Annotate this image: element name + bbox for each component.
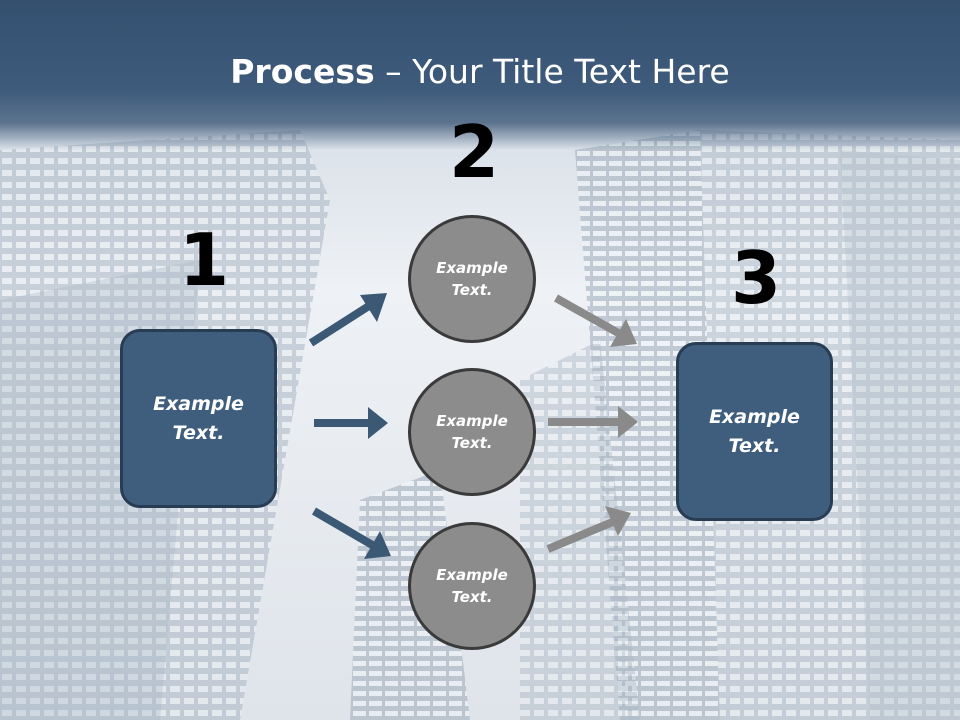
title-bold-part: Process [230,52,375,91]
circle-bottom-text: Example Text. [436,565,508,607]
title-banner [0,0,960,150]
circle-middle-text: Example Text. [436,411,508,453]
title-rest-part: – Your Title Text Here [374,52,730,91]
circle-middle: Example Text. [408,368,536,496]
circle-top-text: Example Text. [436,258,508,300]
step-number-2: 2 [449,110,500,194]
circle-bottom: Example Text. [408,522,536,650]
step-1-text: Example Text. [153,393,244,444]
step-3-text: Example Text. [709,406,800,457]
left-arrows-group [308,293,391,559]
arrow-right-right [548,406,638,438]
step-number-3: 3 [731,236,782,320]
page-title: Process – Your Title Text Here [0,52,960,91]
arrow-down-right-right [554,294,637,347]
arrow-down-right-left [311,507,391,559]
arrow-up-right-left [308,293,387,347]
step-1-box: Example Text. [120,329,277,508]
arrow-right-left [314,407,388,439]
arrow-up-right-right [546,506,631,553]
right-arrows-group [546,294,638,553]
circle-top: Example Text. [408,215,536,343]
step-3-box: Example Text. [676,342,833,521]
step-number-1: 1 [179,218,230,302]
